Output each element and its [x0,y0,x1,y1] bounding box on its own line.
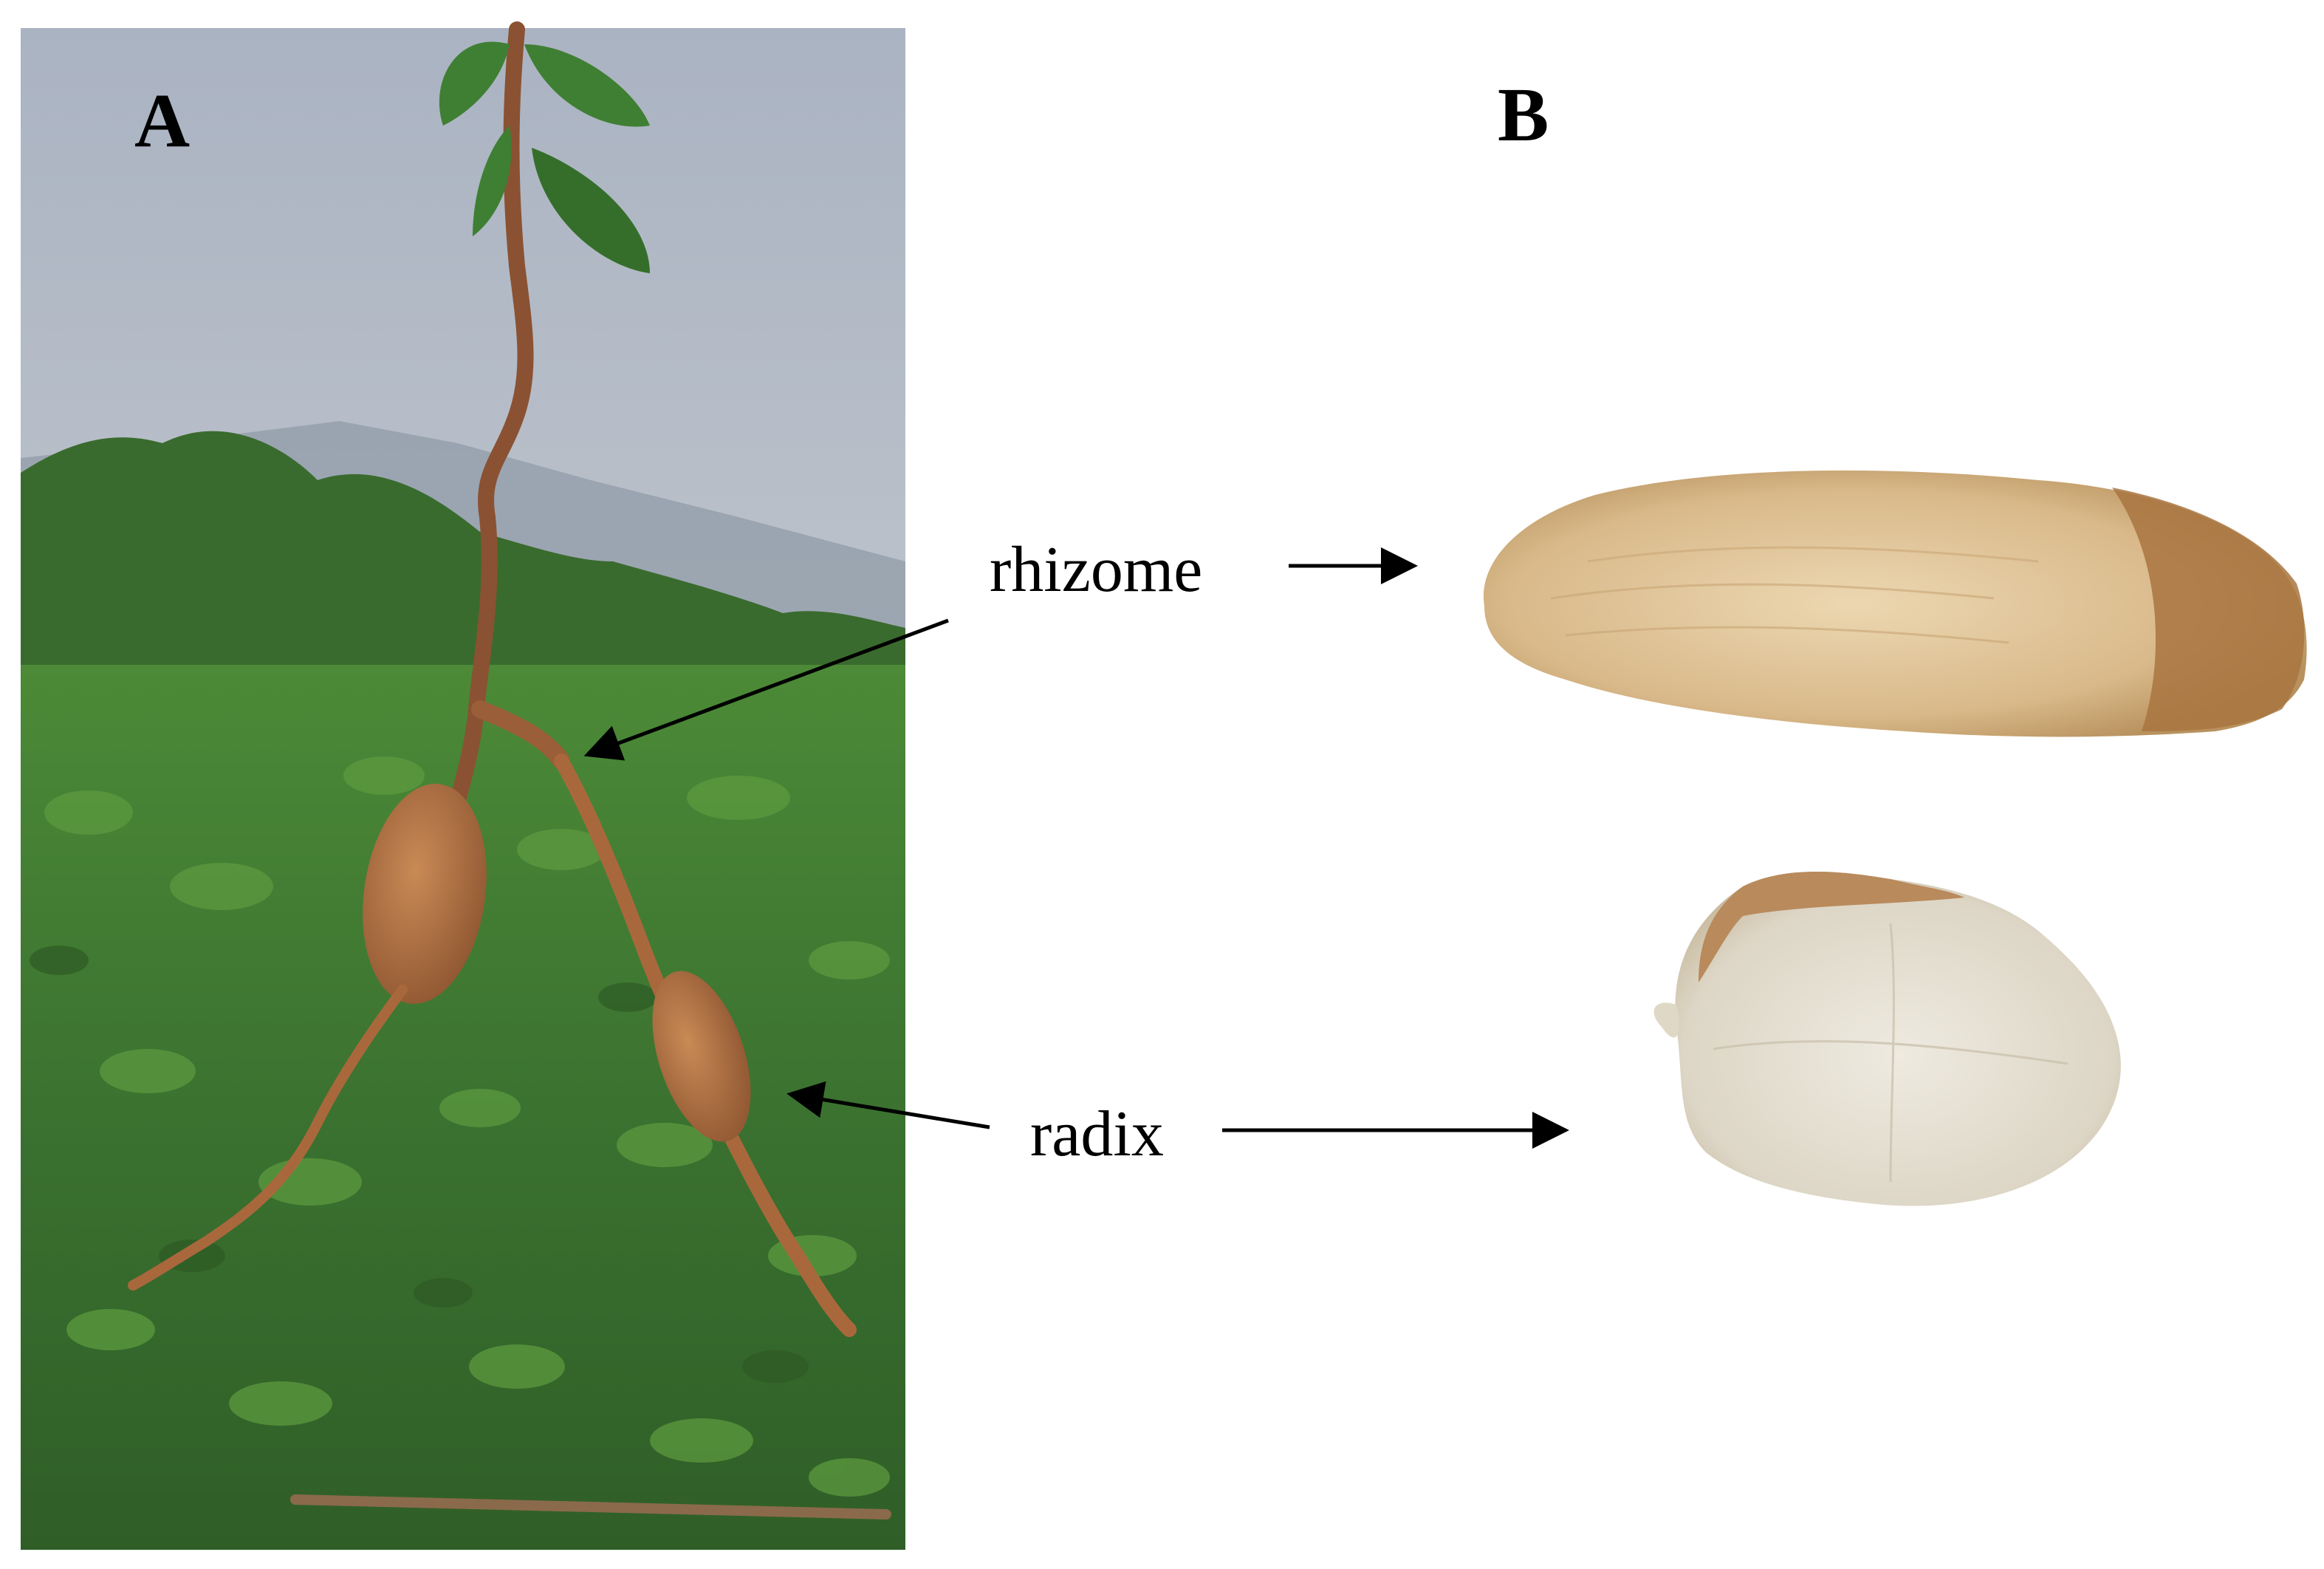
rhizome-slice [1483,470,2307,737]
arrows [583,547,1569,1149]
panel-a-label: A [134,78,191,163]
radix-label: radix [1030,1098,1164,1170]
radix-slice [1653,872,2121,1206]
panel-b-label: B [1498,72,1549,157]
rhizome-label: rhizome [990,534,1203,606]
panel-a-photo [21,21,905,1550]
radix-arrow-to-photo [786,1081,990,1129]
rhizome-arrow-to-photo [583,618,949,761]
